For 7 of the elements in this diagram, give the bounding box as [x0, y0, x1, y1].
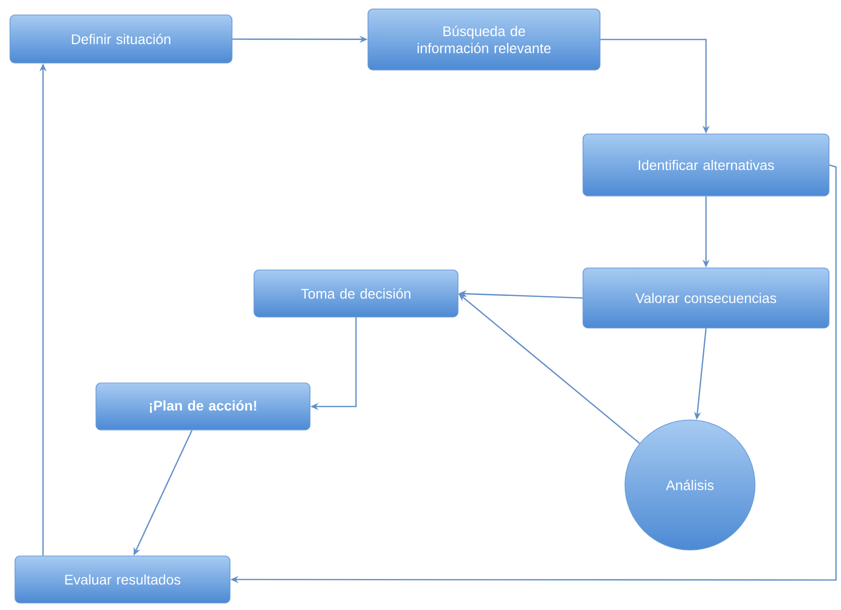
- process-box: ¡Plan de acción!: [96, 382, 310, 430]
- process-box: Definir situación: [10, 14, 232, 64]
- process-box: Toma de decisión: [254, 270, 458, 318]
- process-box: Valorar consecuencias: [582, 268, 830, 328]
- process-box: Identificar alternativas: [582, 134, 830, 196]
- process-box: Búsqueda de información relevante: [368, 8, 600, 70]
- process-box: Evaluar resultados: [14, 556, 230, 604]
